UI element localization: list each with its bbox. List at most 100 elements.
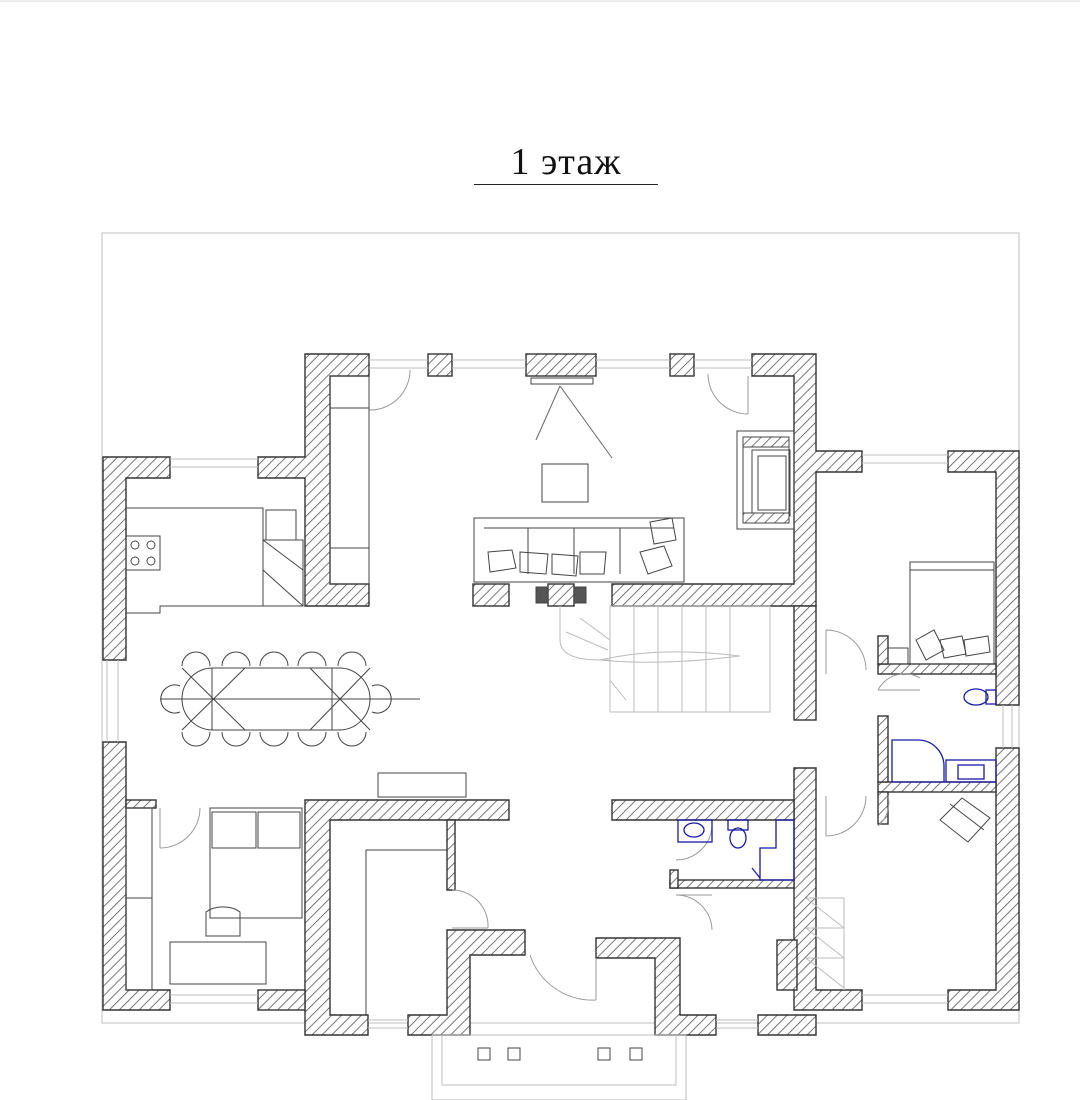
fireplace-hatch-top	[742, 436, 790, 448]
chair-7	[221, 731, 251, 747]
nightstand	[887, 647, 909, 665]
chair-5	[337, 651, 367, 667]
porch-post-2	[507, 1047, 521, 1061]
door-arc-wc	[877, 673, 921, 691]
door-arc-bedroom	[825, 629, 867, 674]
window-study	[170, 994, 258, 1004]
window-bath-low	[716, 1019, 758, 1029]
study-desk	[169, 941, 267, 985]
hall-console	[377, 772, 467, 798]
wall-center-left	[304, 799, 510, 1036]
wc-toilet	[963, 688, 989, 706]
wall-hall-vertical	[877, 715, 889, 783]
kitchen-counter	[126, 507, 264, 614]
burner-4	[146, 556, 156, 566]
wall-center-right	[611, 799, 795, 821]
door-arc-terrace	[707, 373, 749, 415]
vent-2	[573, 586, 587, 604]
laundry-counter	[945, 759, 997, 783]
sofa-pillow-1	[487, 549, 517, 573]
cabinet-diagonal-2	[262, 569, 304, 607]
door-arc-study	[159, 807, 201, 849]
wall-kitchen-bay	[257, 353, 370, 607]
window-front-1	[369, 359, 428, 369]
windows	[106, 359, 1013, 1029]
window-kitchen	[170, 458, 258, 468]
wall-bath-stub	[669, 869, 679, 889]
wall-entrance-far-right	[757, 1014, 817, 1036]
window-bedroom	[862, 454, 948, 464]
porch-inner	[441, 1034, 677, 1086]
door-arc-pantry	[451, 889, 489, 929]
wall-entrance-right	[595, 937, 717, 1036]
wall-pier-3	[669, 353, 695, 377]
burner-2	[146, 540, 156, 550]
study-sofa-cushion-1	[211, 811, 257, 849]
sofa-pillow-6	[649, 517, 677, 545]
fireplace-firebox	[757, 455, 787, 511]
study-wardrobe	[125, 807, 153, 991]
wall-hall-partition-1	[877, 663, 997, 675]
burner-1	[130, 540, 140, 550]
window-front-3	[596, 359, 670, 369]
wall-left-upper	[102, 456, 171, 661]
staircase	[559, 605, 771, 713]
chair-9	[297, 731, 327, 747]
wall-pier-1	[427, 353, 453, 377]
tv-unit	[530, 377, 594, 385]
wall-left-lower	[102, 741, 171, 1011]
wc-tank	[985, 689, 997, 705]
door-arc-hall	[877, 795, 890, 827]
window-bedroom-2	[862, 994, 948, 1004]
bath-sink-basin	[683, 822, 705, 838]
wall-bath-lower	[669, 879, 795, 889]
bath-sink	[677, 819, 713, 843]
window-pantry	[368, 1019, 408, 1029]
wall-hall-stub	[877, 635, 889, 665]
window-dining	[106, 660, 119, 742]
wall-study-bottom	[257, 989, 306, 1011]
study-sofa-outline	[209, 807, 303, 919]
furniture	[125, 375, 995, 1100]
window-front-4	[694, 359, 752, 369]
toilet-tank	[727, 819, 749, 831]
plan-title: 1 этаж	[510, 141, 622, 183]
wall-partition-left	[472, 583, 510, 607]
wall-right-upper	[947, 450, 1020, 706]
window-front-2	[452, 359, 526, 369]
window-bath	[1002, 705, 1013, 748]
sofa-pillow-2	[519, 551, 549, 575]
coffee-table	[541, 463, 589, 503]
bench-top	[329, 375, 370, 409]
chair-2	[221, 651, 251, 667]
chair-3	[259, 651, 289, 667]
sofa-pillow-5	[639, 545, 673, 575]
porch-outer	[431, 1034, 687, 1100]
bench-mid	[329, 407, 370, 549]
stove	[125, 535, 161, 571]
wall-hall-partition-2	[877, 781, 997, 793]
wall-bath-right	[776, 939, 798, 991]
door-arc-kitchen	[368, 369, 411, 411]
vent-1	[535, 586, 549, 604]
porch-post-1	[477, 1047, 491, 1061]
dining-set	[160, 651, 420, 747]
door-arc-entrance	[529, 954, 597, 1001]
chair-4	[297, 651, 327, 667]
laundry-sink	[957, 764, 985, 780]
shower	[759, 819, 795, 881]
door-arc-bath	[675, 894, 713, 931]
bed-pillow-3	[963, 635, 991, 657]
sofa	[473, 517, 685, 583]
study-sofa-cushion-2	[257, 811, 301, 849]
wall-right-lower	[947, 747, 1020, 1011]
kitchen-cabinet	[262, 539, 304, 607]
sofa-pillow-3	[551, 553, 579, 577]
title-underline	[474, 184, 658, 185]
wall-study-top	[125, 799, 157, 809]
porch-post-4	[629, 1047, 643, 1061]
chair-6	[181, 731, 211, 747]
burner-3	[130, 556, 140, 566]
